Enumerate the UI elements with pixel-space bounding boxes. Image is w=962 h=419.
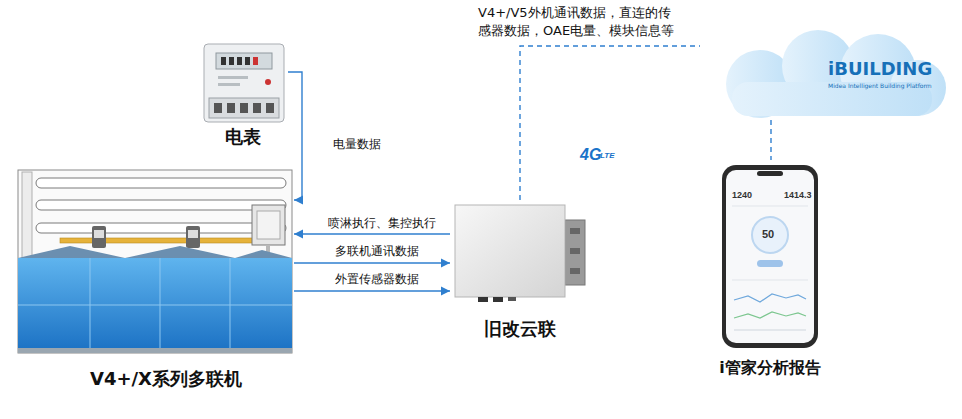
network-logo: 4G bbox=[580, 146, 601, 164]
connector bbox=[771, 120, 772, 160]
node-text: Midea Intelligent Building Platform bbox=[828, 82, 944, 89]
connector bbox=[294, 287, 450, 296]
meter-picture bbox=[204, 44, 284, 122]
edge-label: V4+/V5外机通讯数据，直连的传感器数据，OAE电量、模块信息等 bbox=[478, 4, 683, 40]
connector-line bbox=[294, 233, 450, 234]
phone-node: i管家分析报告 bbox=[705, 160, 837, 382]
connector-line bbox=[520, 46, 700, 200]
arrow-head bbox=[441, 259, 450, 268]
edge-label: 喷淋执行、集控执行 bbox=[328, 216, 436, 230]
network-logo: LTE bbox=[600, 151, 615, 160]
phone-picture bbox=[722, 165, 818, 348]
vrf-unit-node: V4+/X系列多联机 bbox=[0, 168, 294, 396]
screen-number: 50 bbox=[762, 228, 774, 240]
screen-number: 1240 bbox=[732, 190, 752, 200]
edge-label: 多联机通讯数据 bbox=[335, 244, 419, 258]
meter-node: 电表 bbox=[200, 40, 288, 152]
cloud-node: iBUILDING Midea Intelligent Building Plat… bbox=[700, 28, 952, 120]
connector bbox=[294, 259, 450, 268]
arrow-head bbox=[294, 196, 303, 205]
connector-line bbox=[294, 262, 450, 263]
node-text: V4+/X系列多联机 bbox=[40, 368, 292, 390]
vrf-unit-picture bbox=[18, 170, 292, 353]
screen-number: 1414.3 bbox=[784, 190, 812, 200]
edge-label: 外置传感器数据 bbox=[335, 272, 419, 286]
connector bbox=[288, 72, 303, 205]
gateway-node: 旧改云联 bbox=[450, 200, 592, 345]
connector-line bbox=[288, 72, 302, 200]
cloud-picture bbox=[726, 30, 946, 118]
arrow-head bbox=[441, 287, 450, 296]
gateway-picture bbox=[455, 205, 585, 302]
node-text: iBUILDING bbox=[828, 58, 944, 80]
connector-line bbox=[770, 120, 771, 160]
connector bbox=[294, 230, 450, 239]
connector-line bbox=[294, 290, 450, 291]
node-text: i管家分析报告 bbox=[705, 358, 835, 377]
arrow-head bbox=[294, 230, 303, 239]
edge-label: 电量数据 bbox=[333, 137, 381, 151]
node-text: 电表 bbox=[200, 126, 286, 148]
connector bbox=[520, 46, 700, 200]
node-text: 旧改云联 bbox=[450, 318, 590, 340]
